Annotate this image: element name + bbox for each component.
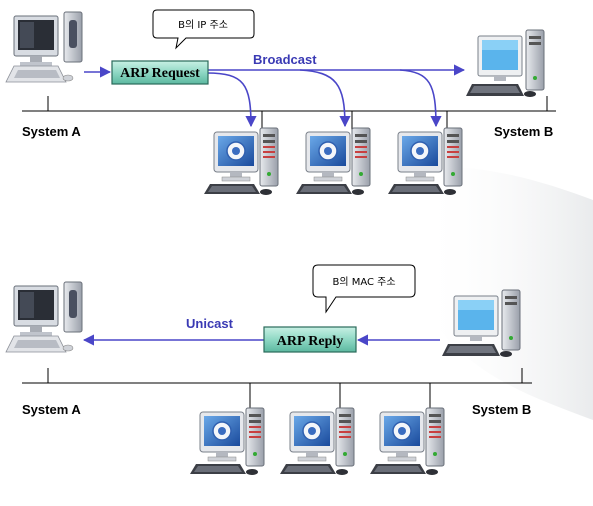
arp-reply-label: ARP Reply — [277, 334, 344, 349]
arp-reply-box — [263, 326, 357, 353]
system-a-label: System A — [22, 124, 81, 139]
bubble-text-ip: B의 IP 주소 — [178, 19, 228, 31]
system-b-workstation-icon — [465, 29, 545, 98]
system-b-workstation-icon — [441, 289, 521, 358]
unicast-label: Unicast — [186, 316, 234, 331]
speech-bubble — [152, 9, 255, 50]
host-desktop-computer-icon — [387, 127, 463, 196]
host-desktop-computer-icon — [295, 127, 371, 196]
system-a-label: System A — [22, 402, 81, 417]
host-desktop-computer-icon — [189, 407, 265, 476]
host-desktop-computer-icon — [369, 407, 445, 476]
host-desktop-computer-icon — [203, 127, 279, 196]
top-section: ARP Request B의 IP 주소 Broadcast System A … — [5, 9, 556, 196]
broadcast-branch-arrow — [206, 72, 257, 128]
arp-request-box — [111, 60, 209, 85]
broadcast-branch-arrow — [299, 69, 351, 128]
speech-bubble — [312, 264, 416, 314]
bottom-section: ARP Reply B의 MAC 주소 Unicast System A Sys… — [5, 264, 532, 476]
host-desktop-computer-icon — [279, 407, 355, 476]
system-a-thin-client-icon — [5, 281, 83, 353]
system-b-label: System B — [472, 402, 531, 417]
system-b-label: System B — [494, 124, 553, 139]
bubble-text-mac: B의 MAC 주소 — [332, 276, 395, 288]
system-a-thin-client-icon — [5, 11, 83, 83]
arp-request-label: ARP Request — [120, 66, 200, 81]
broadcast-label: Broadcast — [253, 52, 317, 67]
broadcast-branch-arrow — [399, 69, 442, 128]
